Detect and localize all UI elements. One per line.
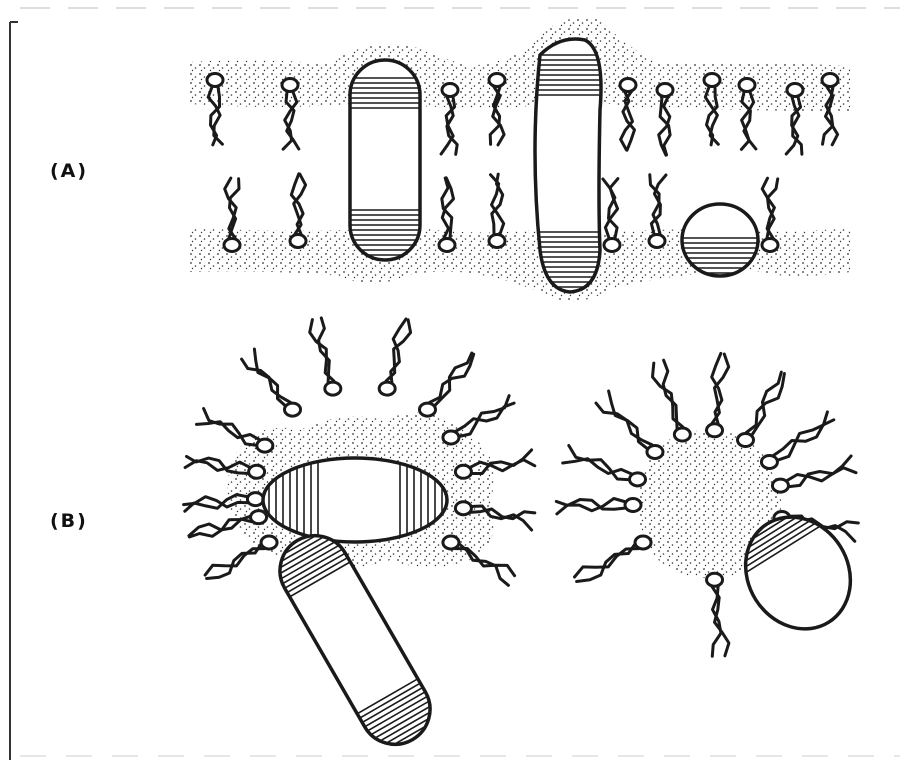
lipid-head [489, 74, 505, 87]
lipid-head [290, 235, 306, 248]
lipid-molecule [556, 499, 641, 514]
panel-b-label: (B) [50, 510, 88, 532]
lipid-head [630, 473, 646, 486]
frame-bracket [10, 8, 900, 760]
lipid-molecule [761, 412, 833, 469]
lipid-head [787, 84, 803, 97]
lipid-head [325, 382, 341, 395]
lipid-head [707, 424, 723, 437]
lipid-molecule [596, 391, 663, 458]
lipid-tail [459, 396, 510, 437]
lipid-head [261, 536, 277, 549]
lipid-head [247, 493, 263, 506]
lipid-head [379, 382, 395, 395]
lipid-tail [712, 587, 729, 656]
lipid-head [251, 511, 267, 524]
lipid-head [761, 455, 777, 468]
lipid-head [443, 536, 459, 549]
lipid-head [822, 74, 838, 87]
lipid-tail [556, 500, 626, 510]
lipid-head [647, 445, 663, 458]
lipid-head [439, 239, 455, 252]
lipid-molecule [207, 74, 223, 145]
protein-capsule-2 [530, 39, 610, 292]
lipid-molecule [786, 84, 803, 155]
lipid-head [224, 239, 240, 252]
lipid-molecule [603, 179, 620, 252]
lipid-head [704, 74, 720, 87]
lipid-head [772, 479, 788, 492]
lipid-head [207, 74, 223, 87]
lipid-molecule [739, 79, 756, 150]
lipid-tail [456, 403, 515, 431]
lipid-tail [242, 359, 291, 402]
lipid-molecule [657, 84, 673, 156]
lipid-head [620, 79, 636, 92]
lipid-head [657, 84, 673, 97]
lipid-head [604, 239, 620, 252]
lipid-tail [788, 456, 851, 487]
lipid-head [257, 439, 273, 452]
lipid-molecule [441, 84, 458, 155]
lipid-molecule [649, 175, 666, 248]
lipid-molecule [563, 446, 646, 486]
lipid-molecule [379, 319, 410, 395]
lipid-tail [569, 446, 630, 480]
lipid-head [649, 235, 665, 248]
lipid-head [489, 235, 505, 248]
lipid-tail [767, 179, 778, 238]
panel-a-label: (A) [50, 160, 88, 182]
lipid-tail [777, 412, 828, 461]
lipid-head [707, 573, 723, 586]
lipid-head [249, 465, 265, 478]
lipid-molecule [620, 79, 636, 151]
lipid-molecule [197, 409, 273, 453]
lipid-head [738, 434, 754, 447]
lipid-molecule [419, 353, 473, 416]
lipid-head [442, 84, 458, 97]
lipid-molecule [224, 178, 240, 251]
lipid-molecule [489, 174, 505, 247]
lipid-molecule [439, 178, 455, 252]
lipid-tail [773, 420, 833, 456]
lipid-tail [596, 403, 652, 445]
lipid-molecule [282, 79, 299, 150]
lipid-molecule [772, 456, 856, 492]
lipid-molecule [707, 573, 729, 656]
lipid-head [625, 499, 641, 512]
lipid-head [455, 502, 471, 515]
lipid-tail [786, 468, 856, 481]
lipid-molecule [762, 178, 778, 251]
lipid-molecule [242, 349, 301, 416]
lipid-head [285, 403, 301, 416]
lipid-head [674, 428, 690, 441]
membrane-proteins [254, 39, 871, 765]
lipid-molecule [205, 536, 277, 579]
lipid-head [635, 536, 651, 549]
protein-body [535, 39, 601, 292]
lipid-head [282, 79, 298, 92]
lipid-molecule [290, 174, 306, 248]
lipid-head [455, 465, 471, 478]
lipid-head [443, 431, 459, 444]
lipid-molecule [489, 74, 505, 145]
protein-capsule-1 [340, 60, 430, 260]
lipid-molecule [310, 318, 341, 395]
lipid-molecule [443, 396, 514, 444]
lipid-head [762, 239, 778, 252]
lipid-molecule [707, 353, 729, 436]
lipid-molecule [575, 536, 652, 582]
lipid-head [739, 79, 755, 92]
lipid-head [419, 403, 435, 416]
lipid-molecule [738, 372, 785, 446]
lipid-molecule [653, 360, 691, 441]
